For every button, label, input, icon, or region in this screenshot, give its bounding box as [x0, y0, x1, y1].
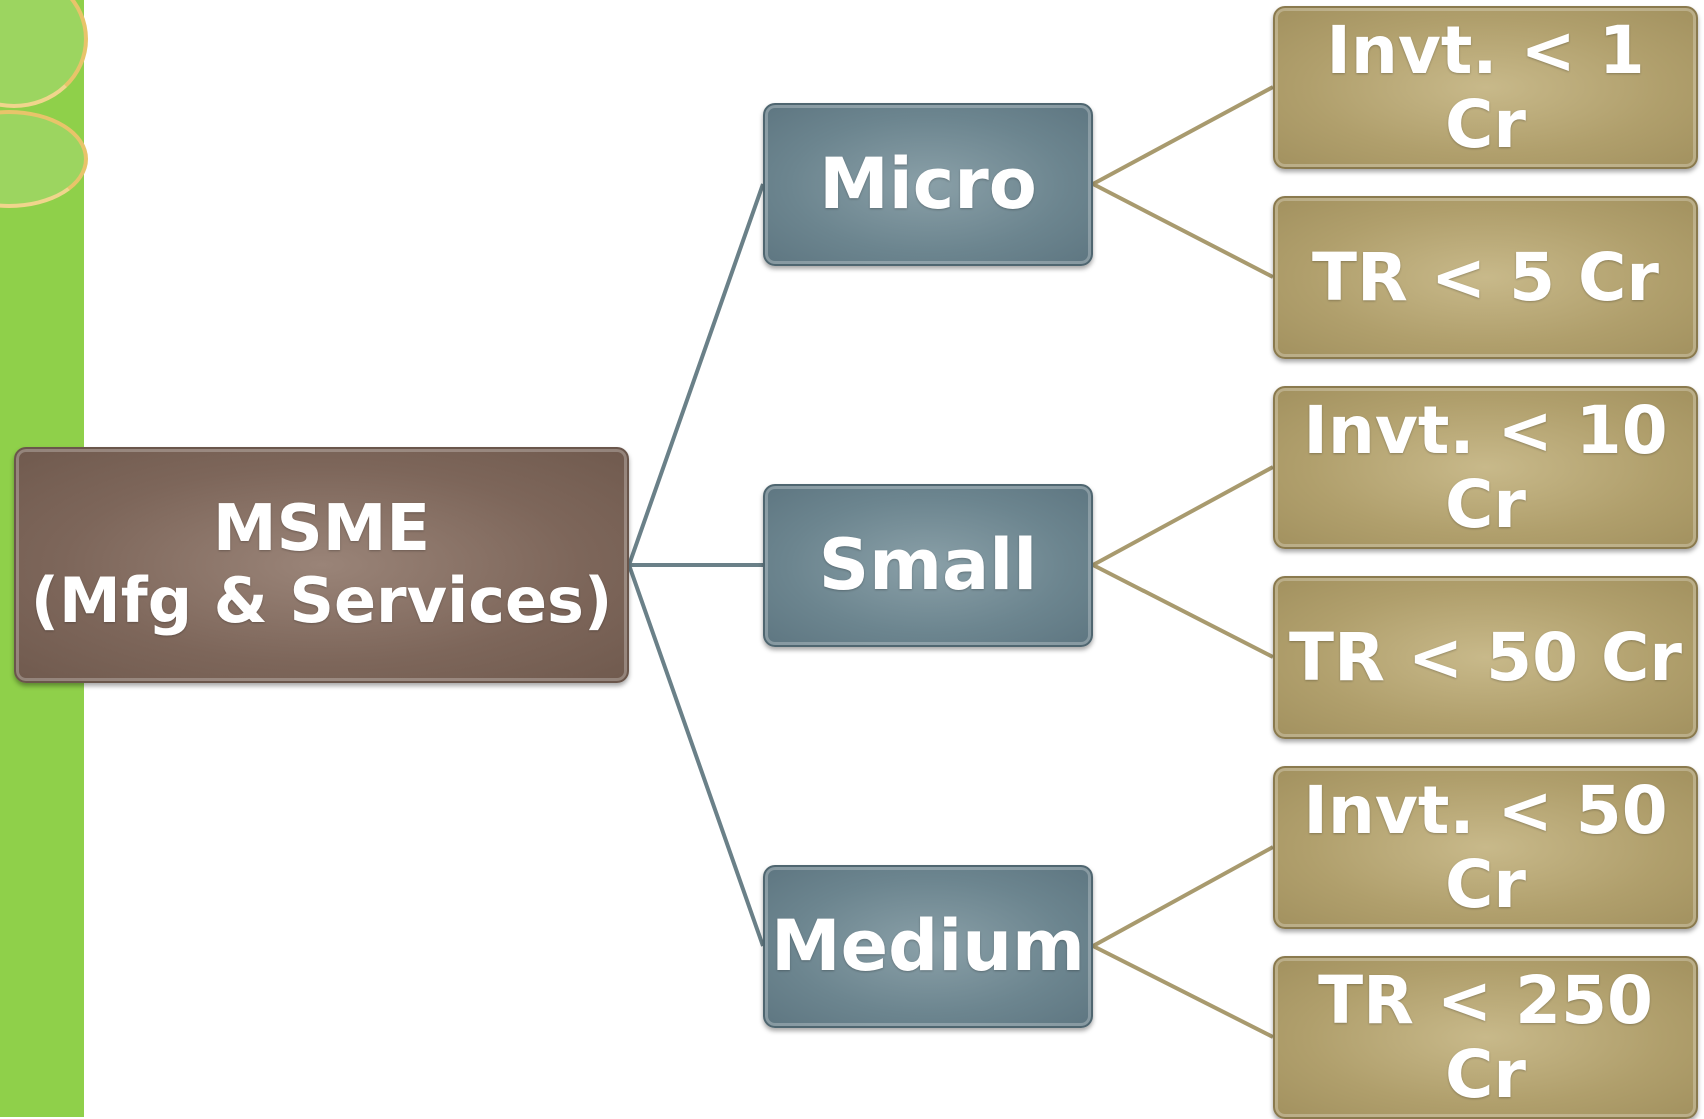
criteria-text: TR < 50 Cr [1289, 618, 1682, 696]
category-node-medium: Medium [763, 865, 1093, 1028]
criteria-text-cont: Cr [1445, 845, 1526, 923]
criteria-text: Invt. < 10 [1303, 391, 1668, 469]
connector-small-invt [1092, 465, 1274, 567]
category-node-micro: Micro [763, 103, 1093, 266]
connector-root-medium [627, 564, 765, 947]
connector-root-micro [627, 183, 765, 566]
connector-micro-invt [1092, 85, 1274, 186]
criteria-text: Invt. < 1 Cr [1326, 11, 1645, 163]
root-connectors [627, 183, 765, 947]
root-title: MSME [212, 492, 431, 567]
category-label: Small [818, 524, 1038, 607]
root-subtitle: (Mfg & Services) [30, 564, 613, 638]
criteria-text: TR < 250 [1318, 961, 1653, 1039]
criteria-node-small-investment: Invt. < 10 Cr [1273, 386, 1698, 549]
category-label: Medium [770, 905, 1085, 988]
criteria-node-small-turnover: TR < 50 Cr [1273, 576, 1698, 739]
category-label: Micro [819, 143, 1037, 226]
criteria-node-micro-investment: Invt. < 1 Cr [1273, 6, 1698, 169]
criteria-text-cont: Cr [1445, 465, 1526, 543]
category-node-small: Small [763, 484, 1093, 647]
connector-medium-invt [1092, 845, 1274, 948]
leaf-connectors [1092, 85, 1274, 1039]
criteria-text: TR < 5 Cr [1312, 238, 1659, 316]
criteria-node-medium-turnover: TR < 250 Cr [1273, 956, 1698, 1119]
connector-medium-tr [1092, 944, 1274, 1039]
connector-small-tr [1092, 563, 1274, 659]
criteria-text: Invt. < 50 [1303, 771, 1668, 849]
criteria-node-medium-investment: Invt. < 50 Cr [1273, 766, 1698, 929]
connector-micro-tr [1092, 182, 1274, 279]
root-node-msme: MSME (Mfg & Services) [14, 447, 629, 683]
criteria-text-cont: Cr [1445, 1035, 1526, 1113]
criteria-node-micro-turnover: TR < 5 Cr [1273, 196, 1698, 359]
